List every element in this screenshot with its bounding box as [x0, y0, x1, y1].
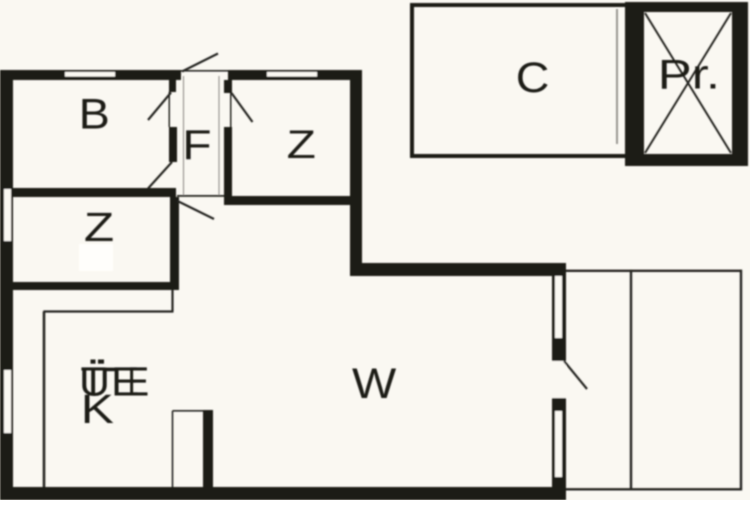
- svg-text:Z: Z: [84, 204, 114, 250]
- svg-text:Pr.: Pr.: [658, 51, 720, 98]
- svg-text:C: C: [516, 54, 550, 102]
- svg-text:E: E: [127, 359, 148, 405]
- svg-text:K: K: [81, 386, 114, 432]
- svg-text:B: B: [79, 91, 110, 139]
- svg-text:Z: Z: [287, 123, 316, 167]
- svg-text:T: T: [80, 359, 105, 405]
- svg-text:E: E: [111, 359, 139, 405]
- svg-text:U: U: [79, 359, 110, 405]
- svg-text:W: W: [352, 360, 397, 408]
- svg-text:F: F: [182, 121, 211, 168]
